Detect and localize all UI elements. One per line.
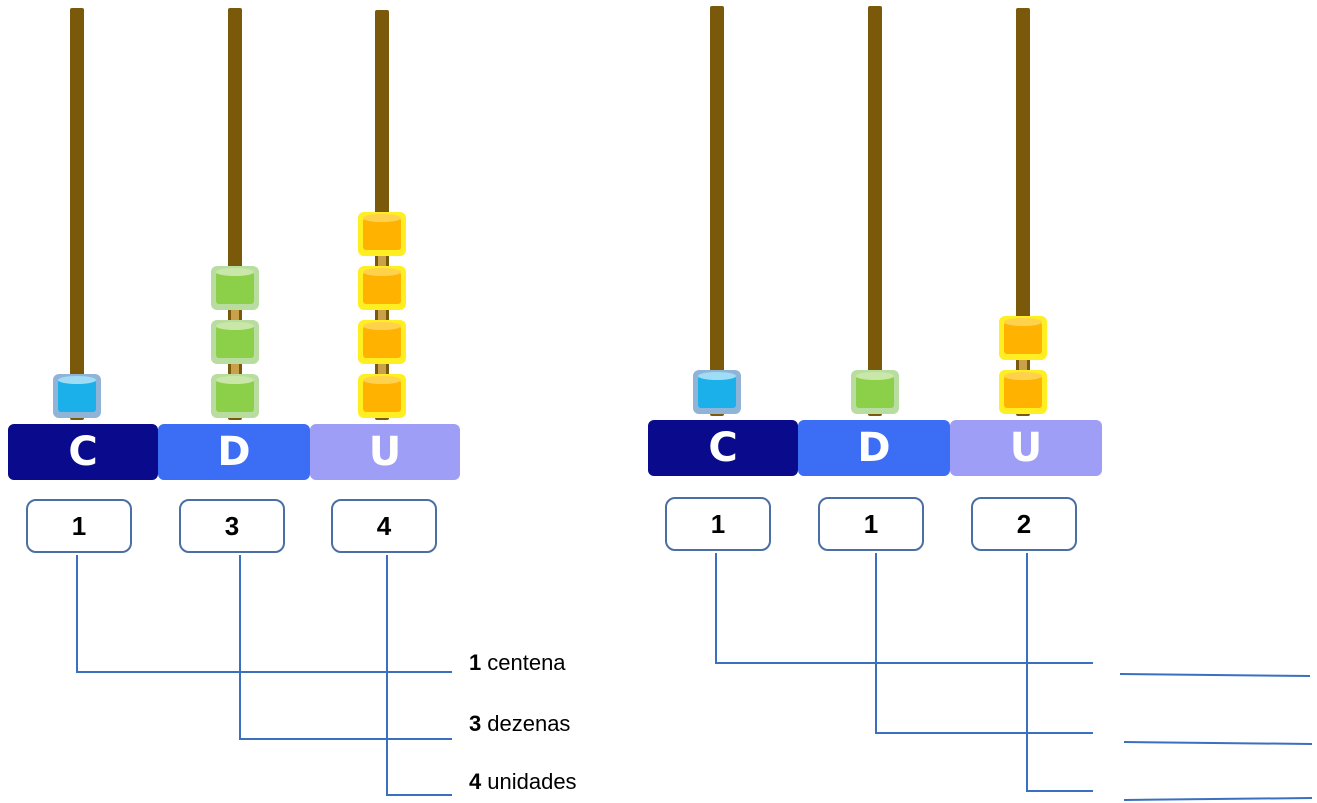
abacus-bead	[851, 370, 899, 414]
place-box-unidades: U	[310, 424, 460, 480]
abacus-bead	[693, 370, 741, 414]
abacus-rod	[868, 6, 882, 416]
abacus-bead	[211, 320, 259, 364]
value-box-centenas: 1	[665, 497, 771, 551]
place-box-dezenas: D	[798, 420, 950, 476]
value-box-unidades: 2	[971, 497, 1077, 551]
abacus-rod	[70, 8, 84, 420]
answer-blank-line	[1119, 673, 1311, 677]
abacus-bead	[358, 266, 406, 310]
connector-line-dezenas	[239, 555, 452, 740]
abacus-rod	[710, 6, 724, 416]
abacus-bead	[999, 316, 1047, 360]
value-box-dezenas: 3	[179, 499, 285, 553]
bead-spacer	[231, 310, 239, 320]
abacus-bead	[53, 374, 101, 418]
caption-number: 1	[469, 650, 482, 675]
caption-word: dezenas	[487, 711, 571, 736]
abacus-bead	[999, 370, 1047, 414]
abacus-bead	[211, 374, 259, 418]
caption-word: unidades	[487, 769, 577, 794]
bead-spacer	[378, 364, 386, 374]
place-box-dezenas: D	[158, 424, 310, 480]
value-box-centenas: 1	[26, 499, 132, 553]
caption-number: 3	[469, 711, 482, 736]
place-box-unidades: U	[950, 420, 1102, 476]
bead-spacer	[231, 364, 239, 374]
place-box-centenas: C	[8, 424, 158, 480]
value-box-dezenas: 1	[818, 497, 924, 551]
value-box-unidades: 4	[331, 499, 437, 553]
abacus-bead	[211, 266, 259, 310]
bead-spacer	[378, 310, 386, 320]
connector-line-centenas	[76, 555, 452, 673]
abacus-rod	[1016, 8, 1030, 416]
abacus-bead	[358, 320, 406, 364]
connector-line-unidades	[386, 555, 452, 796]
bead-spacer	[1019, 360, 1027, 370]
caption-word: centena	[487, 650, 566, 675]
connector-line-unidades	[1026, 553, 1093, 792]
bead-spacer	[378, 256, 386, 266]
connector-line-centenas	[715, 553, 1093, 664]
place-box-centenas: C	[648, 420, 798, 476]
abacus-bead	[358, 374, 406, 418]
connector-line-dezenas	[875, 553, 1093, 734]
answer-blank-line	[1123, 797, 1313, 801]
answer-blank-line	[1123, 741, 1313, 745]
caption-number: 4	[469, 769, 482, 794]
abacus-bead	[358, 212, 406, 256]
